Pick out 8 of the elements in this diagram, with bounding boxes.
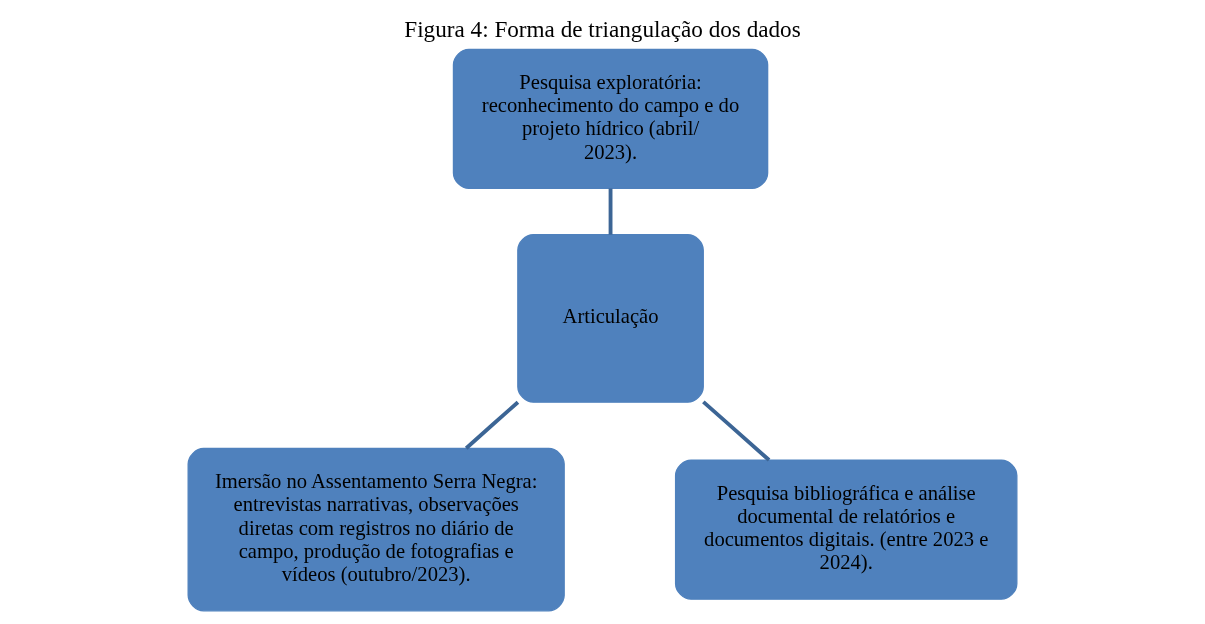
connector <box>702 400 771 462</box>
connector <box>608 188 613 235</box>
node-box: Imersão no Assentamento Serra Negra: entrevistas narrativas, observações diretas com registros no diário de campo, produção de fotografias e vídeos (outubro/2023). <box>187 447 565 612</box>
node-box: Articulação <box>517 234 704 403</box>
diagram-title: Figura 4: Forma de triangulação dos dados <box>404 15 801 42</box>
node-box: Pesquisa bibliográfica e análise documental de relatórios e documentos digitais. (entre 2023 e 2024). <box>674 459 1018 600</box>
node-box: Pesquisa exploratória: reconhecimento do campo e do projeto hídrico (abril/ 2023). <box>452 48 769 189</box>
connector <box>464 400 520 450</box>
